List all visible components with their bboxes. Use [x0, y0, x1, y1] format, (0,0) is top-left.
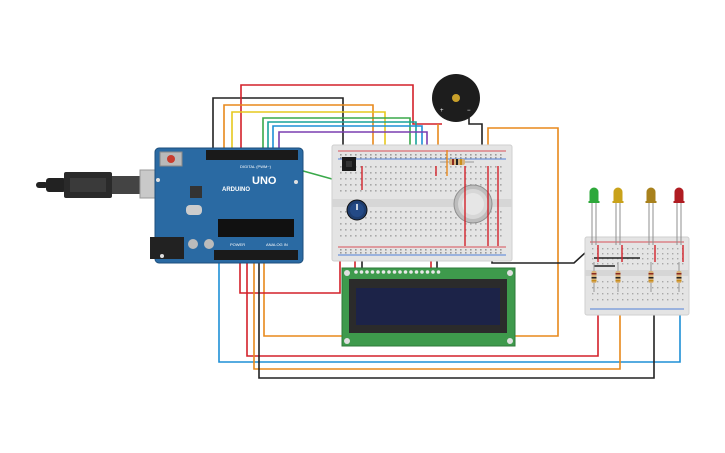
buzzer-positive-mark: +: [440, 108, 444, 114]
wire-red-bottom: [239, 246, 341, 294]
wire-black-buzzer: [468, 117, 483, 150]
main-breadboard[interactable]: [331, 144, 513, 262]
led-resistor[interactable]: [615, 245, 623, 292]
arduino-uno-board[interactable]: ARDUINO UNO DIGITAL (PWM~) POWER ANALOG …: [150, 147, 304, 264]
gas-sensor[interactable]: [453, 184, 493, 224]
power-label: POWER: [230, 242, 245, 247]
led-resistor[interactable]: [676, 245, 684, 292]
wire-black-top: [212, 97, 344, 158]
led-resistor[interactable]: [591, 245, 599, 292]
lcd-screen: [356, 288, 500, 325]
wire-red-top: [240, 84, 442, 155]
wire-orange-long: [253, 260, 621, 370]
potentiometer[interactable]: [346, 199, 368, 221]
led-resistor[interactable]: [648, 245, 656, 292]
breadboard-holes: [340, 154, 502, 254]
wire-orange-right: [263, 127, 559, 337]
arduino-brand: ARDUINO: [222, 187, 250, 193]
led-amber[interactable]: [645, 187, 657, 246]
arduino-model: UNO: [252, 175, 277, 187]
buzzer-negative-mark: −: [467, 108, 471, 114]
led-red[interactable]: [673, 187, 685, 246]
wire-blue-bottom: [218, 260, 681, 363]
lcd-pin-header: [354, 270, 441, 274]
pushbutton[interactable]: [342, 157, 356, 171]
wire-red-long: [246, 260, 599, 357]
led-breadboard[interactable]: [584, 236, 690, 316]
breadboard-wires: [361, 150, 499, 246]
lcd-16x2[interactable]: [341, 267, 516, 347]
digital-label: DIGITAL (PWM~): [240, 164, 272, 169]
led-resistors: [591, 245, 684, 292]
led-group: [588, 187, 685, 246]
wire-black-long: [258, 260, 655, 379]
resistor-main[interactable]: [440, 159, 474, 165]
analog-label: ANALOG IN: [266, 242, 288, 247]
wires: [212, 84, 681, 379]
usb-cable[interactable]: [36, 169, 169, 199]
piezo-buzzer[interactable]: + −: [432, 74, 480, 122]
led-green[interactable]: [588, 187, 600, 246]
led-yellow[interactable]: [612, 187, 624, 246]
